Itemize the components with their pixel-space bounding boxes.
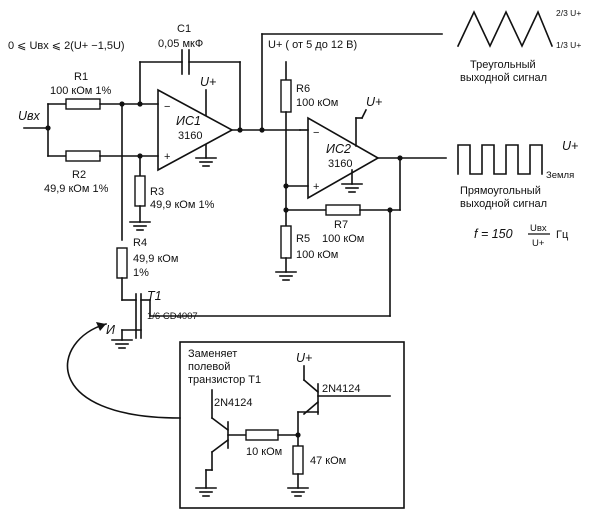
tri-label-line2: выходной сигнал <box>460 72 547 84</box>
r6-name: R6 <box>296 83 310 95</box>
resistor-47k <box>292 445 304 475</box>
q2-supply-label: U+ <box>296 351 312 365</box>
frequency-formula: f = 150 Uвх U+ Гц <box>474 223 569 249</box>
ic2-ground-icon <box>341 183 363 193</box>
ic1-ground-icon <box>195 157 217 167</box>
resistor-r4 <box>116 247 128 279</box>
t1-ground-icon <box>111 339 133 349</box>
r3-value: 49,9 кОм 1% <box>150 199 215 211</box>
sq-low-label: Земля <box>546 170 574 181</box>
r1-name: R1 <box>74 71 88 83</box>
c1-name: C1 <box>177 23 191 35</box>
supply-range: U+ ( от 5 до 12 В) <box>268 39 357 51</box>
q1-part: 2N4124 <box>214 397 253 409</box>
triangle-waveform-icon <box>456 10 554 48</box>
resistor-r3 <box>134 175 146 207</box>
r3-ground-icon <box>129 221 151 231</box>
tri-top-level: 2/3 U+ <box>556 8 581 18</box>
freq-denominator: U+ <box>532 238 545 249</box>
ic2-name: ИС2 <box>326 142 351 156</box>
r4-value-1: 49,9 кОм <box>133 253 178 265</box>
input-condition: 0 ⩽ Uвх ⩽ 2(U+ −1,5U) <box>8 40 125 52</box>
replacement-title-2: полевой <box>188 361 230 373</box>
input-wiring <box>23 103 67 157</box>
t1-name: T1 <box>147 289 162 303</box>
square-waveform-icon <box>457 144 543 175</box>
ic1-part: 3160 <box>178 130 202 142</box>
resistor-r6 <box>280 79 292 113</box>
resistor-r7 <box>325 204 361 216</box>
r6-value: 100 кОм <box>296 97 338 109</box>
ic2-supply-label: U+ <box>366 95 382 109</box>
ic1-supply-label: U+ <box>200 75 216 89</box>
ic1-minus: − <box>164 101 170 113</box>
sq-label-line1: Прямоугольный <box>460 185 541 197</box>
sq-label-line2: выходной сигнал <box>460 198 547 210</box>
t1-pin-label: И <box>106 323 115 337</box>
resistor-r2 <box>65 150 101 162</box>
r4-name: R4 <box>133 237 147 249</box>
transistor-q2 <box>297 365 391 436</box>
opamp-ic1 <box>157 88 234 172</box>
r3-name: R3 <box>150 186 164 198</box>
freq-prefix: f = 150 <box>474 227 513 241</box>
ic1-plus: + <box>164 151 170 163</box>
arrow-head-icon <box>96 322 106 331</box>
r7-value: 100 кОм <box>322 233 364 245</box>
tri-bottom-level: 1/3 U+ <box>556 40 581 50</box>
r1-value: 100 кОм 1% <box>50 85 112 97</box>
ic2-minus: − <box>313 127 319 139</box>
c1-value: 0,05 мкФ <box>158 38 203 50</box>
r4-value-2: 1% <box>133 267 149 279</box>
resistor-10k <box>245 429 279 441</box>
freq-numerator: Uвх <box>530 223 547 234</box>
opamp-ic2 <box>307 116 380 200</box>
ic2-plus: + <box>313 181 319 193</box>
freq-unit: Гц <box>556 229 569 241</box>
sq-high-label: U+ <box>562 139 578 153</box>
resistor-r1 <box>65 98 101 110</box>
tri-label-line1: Треугольный <box>470 59 536 71</box>
r-ground-value: 47 кОм <box>310 455 346 467</box>
r5-name: R5 <box>296 233 310 245</box>
r5-value: 100 кОм <box>296 249 338 261</box>
r2-name: R2 <box>72 169 86 181</box>
resistor-r5 <box>280 225 292 259</box>
q1-ground-icon <box>195 487 217 497</box>
ic2-part: 3160 <box>328 158 352 170</box>
r2-value: 49,9 кОм 1% <box>44 183 109 195</box>
ic1-name: ИС1 <box>176 114 201 128</box>
replacement-box <box>179 341 405 509</box>
input-voltage-label: Uвх <box>18 109 41 123</box>
r47k-ground-icon <box>287 487 309 497</box>
replacement-title-3: транзистор T1 <box>188 374 261 386</box>
capacitor-c1 <box>181 49 190 75</box>
transistor-t1 <box>121 293 151 341</box>
r7-name: R7 <box>334 219 348 231</box>
replacement-title-1: Заменяет <box>188 348 237 360</box>
r-base-value: 10 кОм <box>246 446 282 458</box>
replacement-arrow <box>66 323 181 419</box>
q2-part: 2N4124 <box>322 383 361 395</box>
r5-ground-icon <box>275 271 297 281</box>
